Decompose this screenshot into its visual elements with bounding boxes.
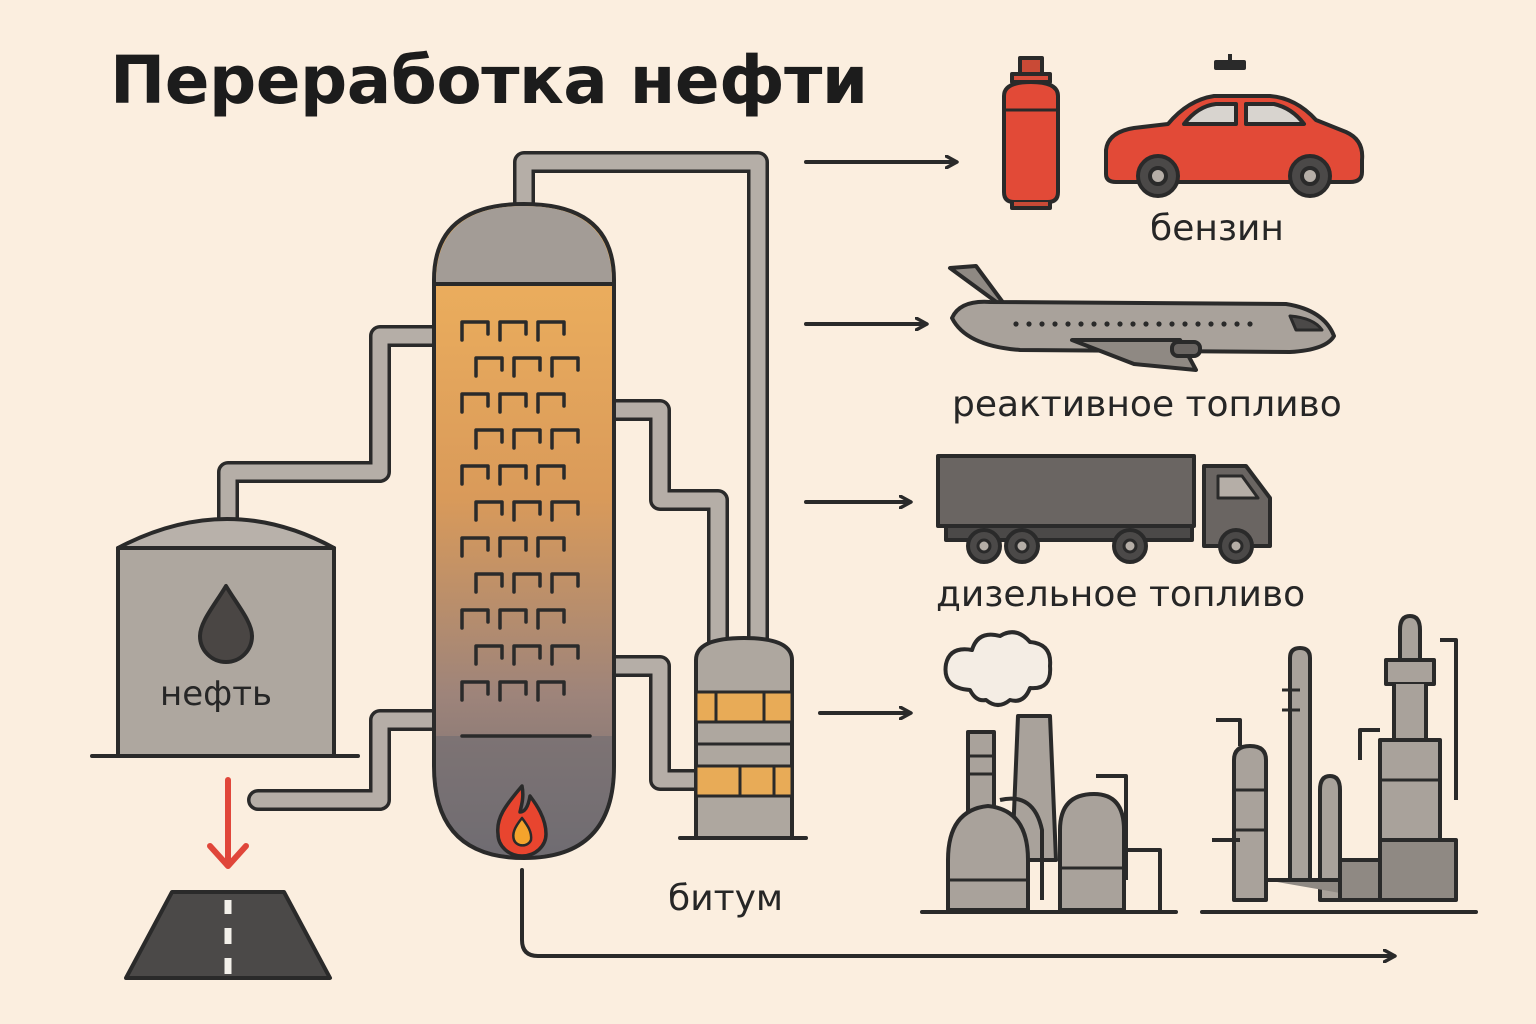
tray-row	[460, 464, 566, 486]
tray-row	[474, 644, 580, 666]
crude-oil-tank	[90, 517, 360, 758]
label-diesel: дизельное топливо	[936, 574, 1306, 615]
smoke	[943, 630, 1053, 707]
airplane-window	[1039, 321, 1045, 327]
airplane-icon	[948, 264, 1336, 372]
airplane-window	[1208, 321, 1214, 327]
arrow-residue	[520, 868, 1394, 956]
airplane-window	[1221, 321, 1227, 327]
label-jet-fuel: реактивное топливо	[952, 384, 1342, 425]
airplane-window	[1091, 321, 1097, 327]
tray-row	[474, 500, 580, 522]
pipes	[217, 151, 769, 811]
tray-row	[460, 392, 566, 414]
tray-row	[460, 320, 566, 342]
airplane-window	[1143, 321, 1149, 327]
flame-icon	[496, 784, 548, 858]
label-gasoline: бензин	[1150, 208, 1284, 249]
airplane-window	[1247, 321, 1253, 327]
bitumen-vessel	[678, 636, 808, 840]
tray-row	[460, 608, 566, 630]
oil-drop-icon	[198, 584, 254, 664]
airplane-windows	[1013, 321, 1253, 327]
tray-row	[474, 356, 580, 378]
road-icon	[124, 890, 332, 980]
airplane-window	[1182, 321, 1188, 327]
tray-row	[474, 428, 580, 450]
airplane-window	[1234, 321, 1240, 327]
tray-row	[460, 536, 566, 558]
pipe-tank-to-column	[217, 325, 447, 531]
airplane-window	[1104, 321, 1110, 327]
label-bitumen: битум	[668, 878, 784, 919]
airplane-window	[1169, 321, 1175, 327]
column-trays	[460, 320, 592, 738]
airplane-window	[1052, 321, 1058, 327]
truck-icon	[936, 454, 1272, 564]
car-icon	[1104, 54, 1365, 198]
airplane-window	[1026, 321, 1032, 327]
refinery-icon	[1200, 614, 1478, 914]
airplane-window	[1195, 321, 1201, 327]
airplane-window	[1156, 321, 1162, 327]
output-arrows	[520, 162, 1394, 956]
down-arrow-icon	[207, 777, 249, 869]
airplane-window	[1130, 321, 1136, 327]
tray-row	[474, 572, 580, 594]
page-title: Переработка нефти	[110, 42, 868, 119]
factory-icon	[920, 630, 1178, 914]
airplane-window	[1117, 321, 1123, 327]
airplane-window	[1013, 321, 1019, 327]
distillation-column	[432, 201, 616, 861]
airplane-window	[1065, 321, 1071, 327]
tray-row	[460, 680, 566, 702]
label-crude-oil: нефть	[160, 674, 273, 714]
airplane-window	[1078, 321, 1084, 327]
gas-cylinder-icon	[1002, 56, 1060, 210]
